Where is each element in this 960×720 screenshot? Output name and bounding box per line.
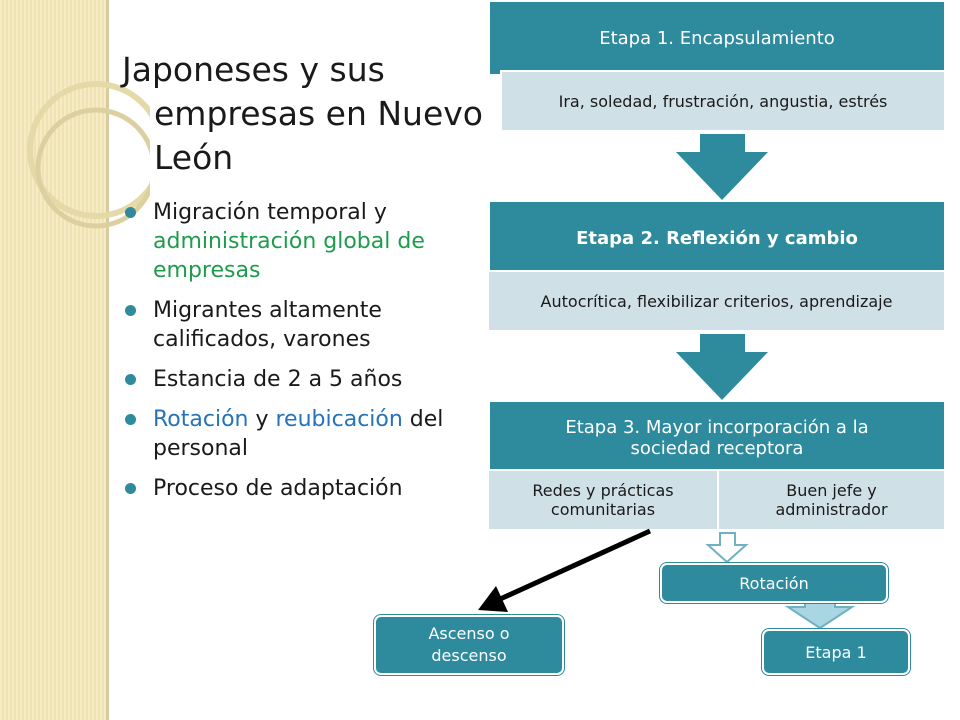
- bullet-dot-icon: [125, 414, 136, 425]
- outcome-arrow-line: [496, 528, 652, 603]
- stage-1-detail-box: Ira, soledad, frustración, angustia, est…: [500, 70, 946, 132]
- bullet-highlight: administración global de empresas: [153, 229, 425, 283]
- stage-2-header: Etapa 2. Reflexión y cambio: [490, 202, 944, 274]
- bullet-text: Migración temporal y: [153, 200, 387, 225]
- bullet-text: Proceso de adaptación: [153, 476, 403, 501]
- outcome-label: Ascenso o descenso: [428, 624, 510, 665]
- back-to-stage-1-node: Etapa 1: [762, 629, 910, 675]
- stage-2-detail: Autocrítica, flexibilizar criterios, apr…: [540, 291, 893, 311]
- rotation-node: Rotación: [660, 563, 888, 603]
- rotation-label: Rotación: [739, 573, 809, 593]
- bullet-text: Migrantes altamente calificados, varones: [153, 298, 382, 352]
- stage-1-title: Etapa 1. Encapsulamiento: [599, 27, 835, 49]
- stage-3-detail-left: Redes y prácticas comunitarias: [532, 481, 674, 519]
- back-to-stage-1-label: Etapa 1: [805, 642, 867, 662]
- bullet-highlight: reubicación: [275, 407, 403, 432]
- bullet-text: y: [248, 407, 276, 432]
- decorative-side-stripe: [0, 0, 106, 720]
- down-arrow-icon: [676, 334, 768, 400]
- stage-1-detail: Ira, soledad, frustración, angustia, est…: [558, 91, 888, 111]
- bullet-dot-icon: [125, 483, 136, 494]
- bullet-dot-icon: [125, 374, 136, 385]
- stage-3-detail-right-box: Buen jefe y administrador: [717, 469, 946, 531]
- stage-1-header: Etapa 1. Encapsulamiento: [490, 2, 944, 74]
- stage-3-header: Etapa 3. Mayor incorporación a la socied…: [490, 402, 944, 474]
- slide-title-line-3: León: [154, 138, 234, 177]
- stage-2-detail-box: Autocrítica, flexibilizar criterios, apr…: [487, 270, 946, 332]
- stage-3-title: Etapa 3. Mayor incorporación a la socied…: [565, 417, 869, 459]
- bullet-item: Rotación y reubicación del personal: [122, 405, 494, 463]
- slide-title: Japoneses y sus empresas en Nuevo León: [122, 48, 502, 180]
- bullet-item: Migrantes altamente calificados, varones: [122, 296, 494, 354]
- slide-title-line-2: empresas en Nuevo: [154, 94, 483, 133]
- bullet-dot-icon: [125, 207, 136, 218]
- down-arrow-icon: [676, 134, 768, 200]
- bullet-text: Estancia de 2 a 5 años: [153, 367, 403, 392]
- stage-2-title: Etapa 2. Reflexión y cambio: [576, 227, 858, 249]
- bullet-item: Migración temporal y administración glob…: [122, 198, 494, 285]
- bullet-item: Estancia de 2 a 5 años: [122, 365, 494, 394]
- stripe-edge: [106, 0, 109, 720]
- down-arrow-icon: [705, 532, 749, 564]
- down-arrow-icon: [784, 600, 856, 630]
- bullet-highlight: Rotación: [153, 407, 249, 432]
- bullet-item: Proceso de adaptación: [122, 474, 494, 503]
- decorative-rings: [27, 81, 150, 229]
- slide-title-line-1: Japoneses y sus: [122, 50, 385, 89]
- stage-3-detail-right: Buen jefe y administrador: [775, 481, 888, 519]
- outcome-node: Ascenso o descenso: [374, 615, 564, 675]
- bullet-dot-icon: [125, 305, 136, 316]
- outcome-arrow-head-icon: [478, 586, 508, 612]
- bullet-list: Migración temporal y administración glob…: [122, 198, 494, 514]
- bullet-text: del personal: [153, 407, 444, 461]
- stage-3-detail-left-box: Redes y prácticas comunitarias: [487, 469, 719, 531]
